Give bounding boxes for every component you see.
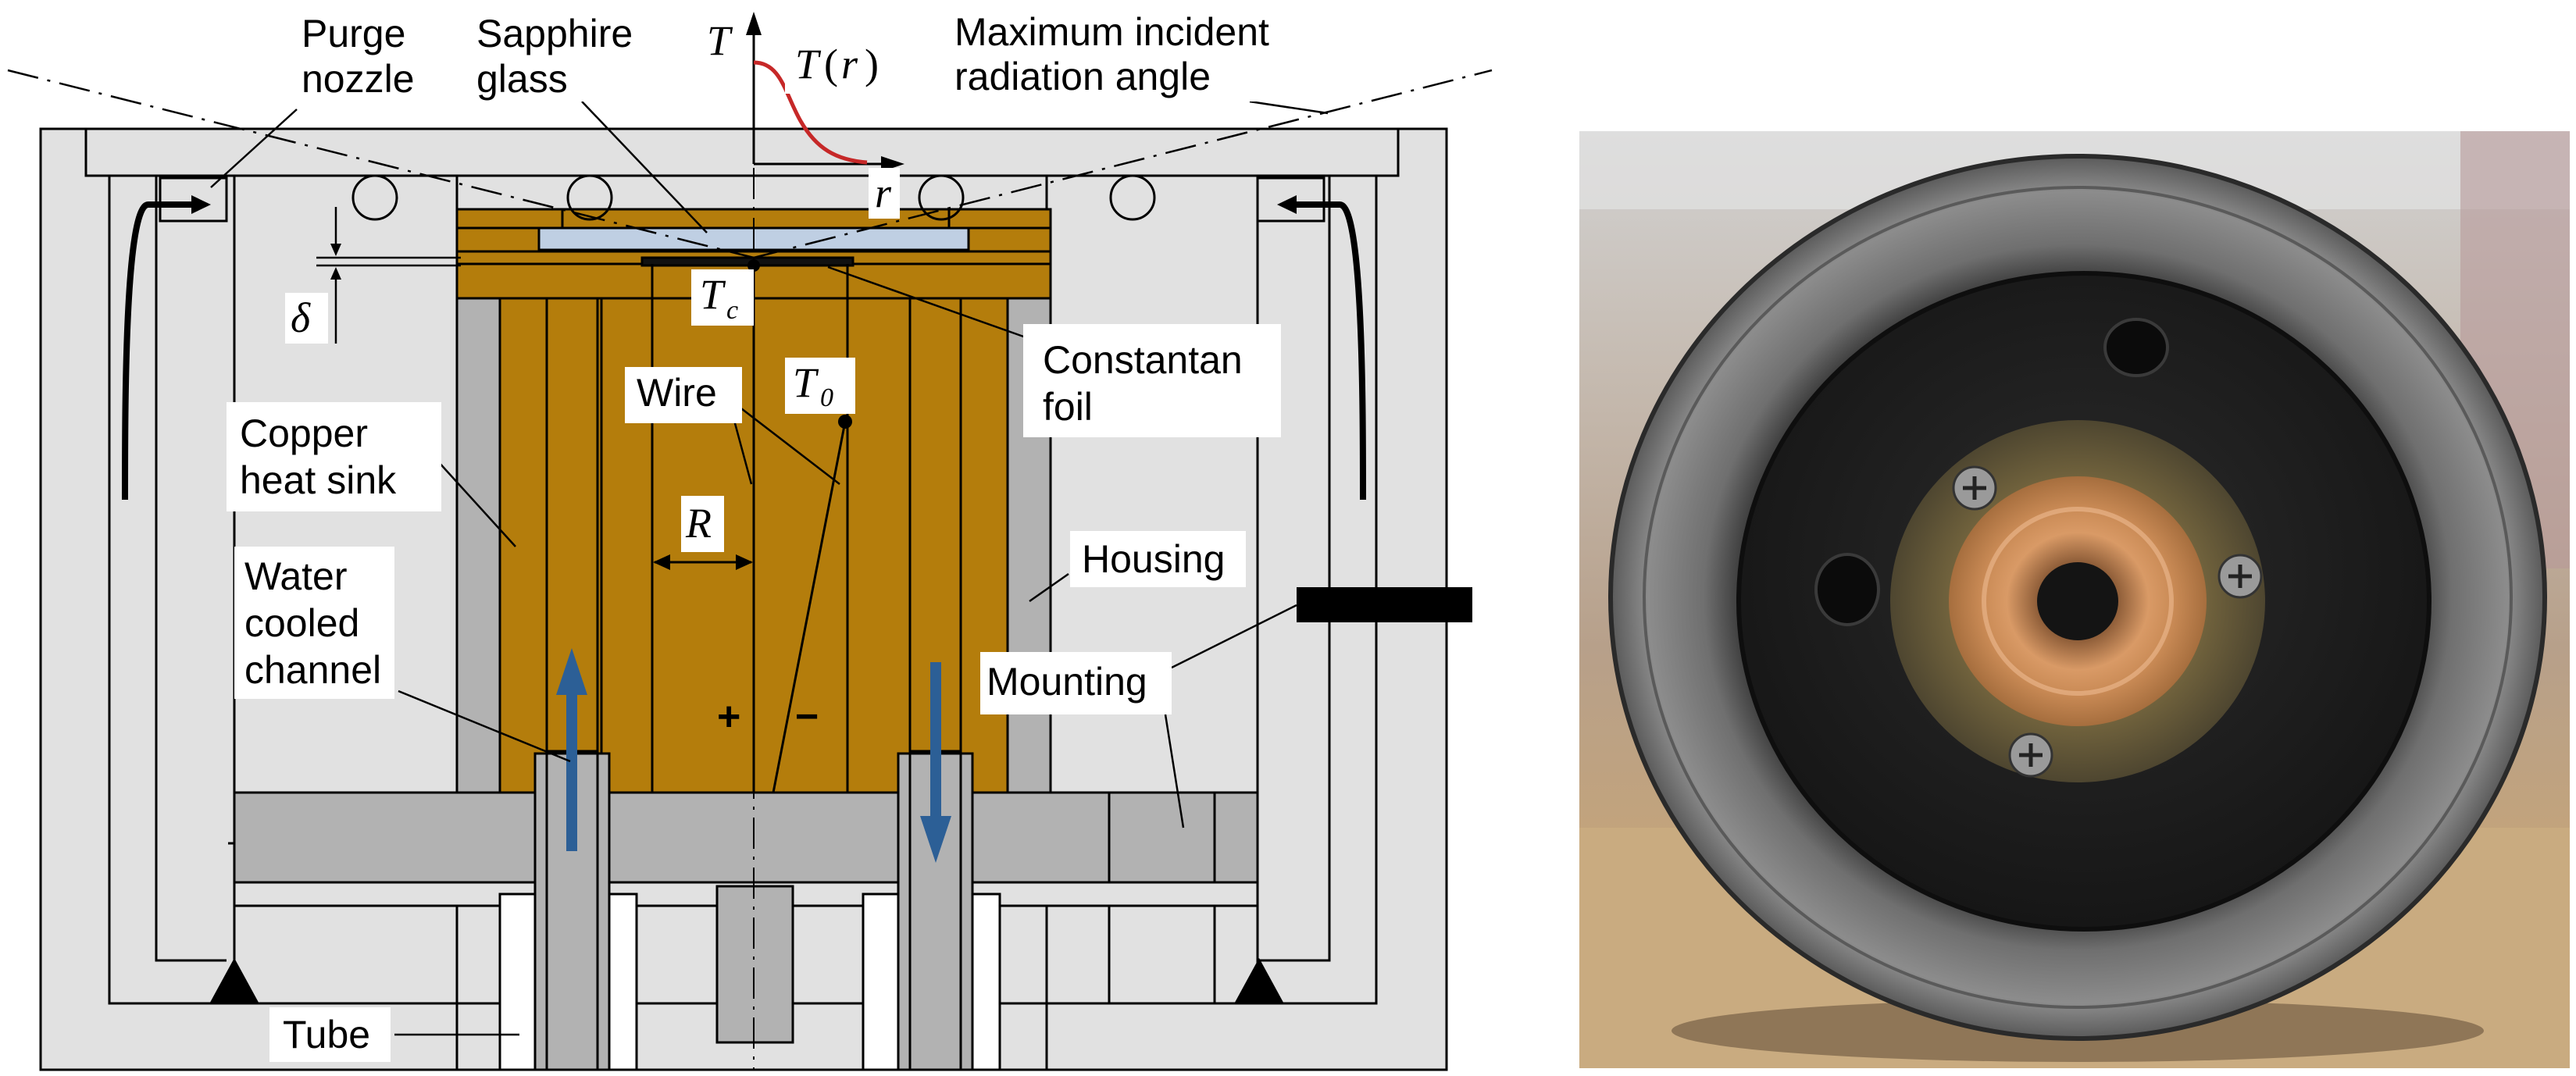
label-purge-nozzle: Purge <box>301 12 405 55</box>
sensor-photo <box>1579 131 2570 1068</box>
symbol-t-of-r: T <box>795 41 822 87</box>
label-constantan-foil: Constantan <box>1043 338 1243 382</box>
top-cover <box>84 127 1400 177</box>
symbol-r-axis: r <box>875 169 892 216</box>
temperature-profile-curve <box>753 60 868 165</box>
mounting-bar <box>1297 587 1472 622</box>
leader-lines <box>210 100 1329 1036</box>
radiation-angle-line-right <box>753 69 1493 259</box>
support-triangle-right <box>1233 957 1285 1005</box>
center-post <box>715 885 794 1044</box>
symbol-t0: T <box>793 359 819 406</box>
label-max-angle-2: radiation angle <box>954 55 1211 98</box>
label-housing: Housing <box>1082 537 1225 581</box>
center-aperture <box>2037 562 2118 640</box>
label-tube: Tube <box>283 1013 370 1056</box>
label-wire: Wire <box>637 371 717 415</box>
symbol-plus: + <box>717 694 740 739</box>
label-mounting: Mounting <box>987 660 1147 704</box>
junction-tc <box>747 259 760 272</box>
label-sapphire-glass: Sapphire <box>476 12 633 55</box>
screw-icon <box>2217 554 2263 599</box>
symbol-t0-sub: 0 <box>820 383 833 412</box>
delta-dimension <box>316 207 461 344</box>
label-water-cooled-channel-3: channel <box>244 648 381 692</box>
label-constantan-foil-2: foil <box>1043 385 1093 429</box>
screw-icon <box>2008 732 2053 778</box>
symbol-t-of-r-open: ( <box>824 41 838 87</box>
constantan-foil <box>640 256 855 267</box>
thermocouple-wires <box>752 264 847 793</box>
mounting-plate <box>233 791 1259 884</box>
purge-channel-right <box>1258 176 1378 1005</box>
radiation-angle-line-left <box>7 69 755 259</box>
screw-circle <box>1109 174 1156 221</box>
r-dimension <box>653 554 753 570</box>
symbol-delta: δ <box>291 294 311 341</box>
label-water-cooled-channel-2: cooled <box>244 601 359 645</box>
label-water-cooled-channel: Water <box>244 554 348 598</box>
symbol-tc: T <box>700 271 726 318</box>
label-copper-heat-sink-2: heat sink <box>240 458 397 502</box>
label-sapphire-glass-2: glass <box>476 57 568 101</box>
label-purge-nozzle-2: nozzle <box>301 57 415 101</box>
symbol-t-of-r-r: r <box>841 41 858 87</box>
junction-t0 <box>838 415 852 429</box>
support-triangle-left <box>209 957 260 1005</box>
purge-flow-right <box>1289 201 1366 501</box>
temperature-profile-inset <box>746 12 904 172</box>
symbol-tc-sub: c <box>726 296 738 325</box>
mounting-block <box>1108 791 1259 884</box>
symbol-t-of-r-close: ) <box>865 41 879 87</box>
cavity-hole <box>2103 318 2169 377</box>
label-copper-heat-sink: Copper <box>240 412 368 455</box>
label-max-angle: Maximum incident <box>954 10 1269 54</box>
symbol-t-axis: T <box>707 17 733 64</box>
purge-flow-left <box>122 201 199 501</box>
cavity-hole <box>1814 553 1880 626</box>
symbol-minus: − <box>795 694 819 739</box>
symbol-r-dimension: R <box>685 500 712 547</box>
screw-circle <box>566 174 613 221</box>
screw-circle <box>351 174 398 221</box>
screw-icon <box>1952 465 1997 511</box>
screw-circle <box>918 174 965 221</box>
